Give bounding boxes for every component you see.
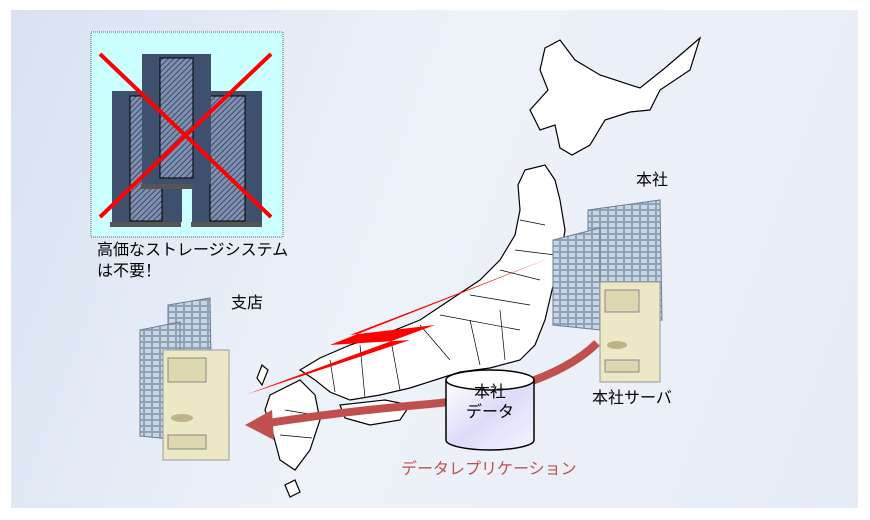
branch-server-image bbox=[162, 349, 230, 461]
storage-caption-line2: は不要！ bbox=[97, 261, 162, 280]
prefecture-lines bbox=[279, 219, 556, 439]
branch-label: 支店 bbox=[231, 293, 264, 312]
hq-data-line1: 本社 bbox=[473, 382, 506, 401]
replication-arrow-icon bbox=[245, 340, 600, 440]
storage-system-image bbox=[90, 31, 284, 238]
hq-server-image bbox=[599, 281, 661, 383]
hq-data-cylinder bbox=[445, 369, 535, 451]
hq-data-line2: データ bbox=[465, 402, 514, 421]
hq-server-label: 本社サーバ bbox=[592, 388, 672, 407]
hq-label: 本社 bbox=[636, 170, 669, 189]
hq-data-label: 本社 データ bbox=[445, 382, 535, 422]
replication-label: データレプリケーション bbox=[401, 459, 577, 478]
storage-caption-line1: 高価なストレージシステム bbox=[97, 240, 289, 259]
